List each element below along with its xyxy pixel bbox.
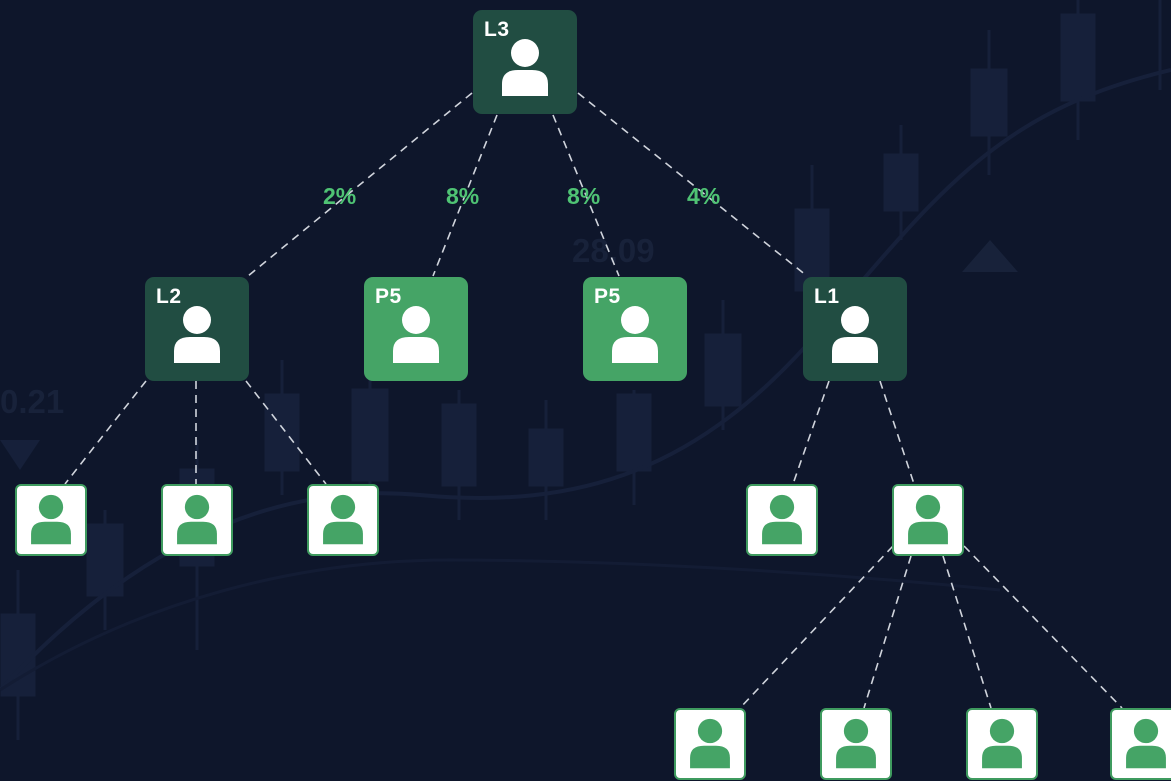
node-l2[interactable]: L2: [145, 277, 249, 381]
node-p5-right[interactable]: P5: [583, 277, 687, 381]
node-level-label: P5: [594, 285, 621, 308]
user-icon: [31, 494, 71, 545]
connector-root-l2: [247, 92, 473, 277]
node-level-label: P5: [375, 285, 402, 308]
user-icon: [1126, 718, 1166, 769]
connector-l1-child: [879, 380, 915, 485]
user-icon: [612, 306, 658, 363]
connector-child-grandchild: [863, 555, 912, 709]
connector-root-p5-right: [552, 114, 620, 277]
user-icon: [174, 306, 220, 363]
user-icon: [908, 494, 948, 545]
connector-l1-child: [792, 380, 830, 485]
user-icon: [690, 718, 730, 769]
background-number: 0.21: [0, 383, 65, 420]
connector-root-p5-left: [432, 114, 498, 277]
member-node[interactable]: [892, 484, 964, 556]
percentage-label-l2: 2%: [323, 183, 357, 209]
user-icon: [982, 718, 1022, 769]
node-p5-left[interactable]: P5: [364, 277, 468, 381]
connector-l2-child: [64, 380, 147, 485]
member-node[interactable]: [674, 708, 746, 780]
member-node[interactable]: [746, 484, 818, 556]
member-node[interactable]: [966, 708, 1038, 780]
connector-child-grandchild: [963, 545, 1123, 709]
connector-child-grandchild: [739, 545, 894, 709]
user-icon: [502, 39, 548, 96]
member-node[interactable]: [820, 708, 892, 780]
connector-child-grandchild: [942, 555, 992, 709]
percentage-label-p5-right: 8%: [567, 183, 601, 209]
user-icon: [323, 494, 363, 545]
member-node[interactable]: [15, 484, 87, 556]
user-icon: [177, 494, 217, 545]
user-icon: [393, 306, 439, 363]
node-l1[interactable]: L1: [803, 277, 907, 381]
connector-l2-child: [245, 380, 327, 485]
user-icon: [762, 494, 802, 545]
member-node[interactable]: [1110, 708, 1171, 780]
node-root-l3[interactable]: L3: [473, 10, 577, 114]
node-level-label: L2: [156, 285, 182, 308]
user-icon: [832, 306, 878, 363]
percentage-label-p5-left: 8%: [446, 183, 480, 209]
member-node[interactable]: [161, 484, 233, 556]
node-level-label: L3: [484, 18, 510, 41]
connector-root-l1: [577, 92, 808, 277]
percentage-label-l1: 4%: [687, 183, 721, 209]
node-level-label: L1: [814, 285, 840, 308]
user-icon: [836, 718, 876, 769]
member-node[interactable]: [307, 484, 379, 556]
